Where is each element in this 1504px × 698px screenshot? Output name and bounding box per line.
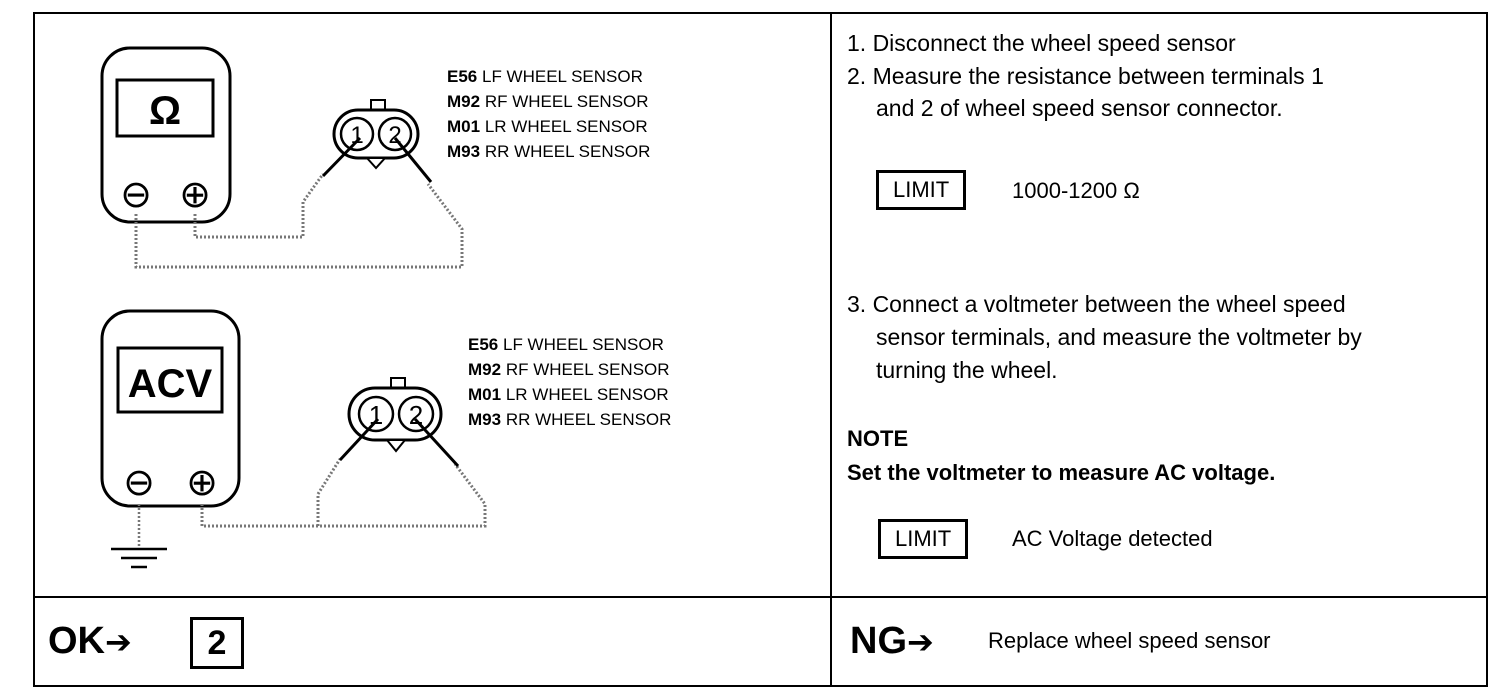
step-3-line-3: turning the wheel. [876,357,1058,383]
ng-result: NG➔ [850,620,934,663]
wiring-diagram: Ω ⊖ ⊕ 1 2 ACV ⊖ ⊕ [100,46,487,569]
ac-voltmeter: ACV ⊖ ⊕ [100,309,241,508]
connector-bottom: 1 2 [338,377,460,468]
meter1-wires [134,173,464,269]
column-divider [830,12,832,687]
connector-bottom-terminal-1: 1 [369,400,383,430]
limit-badge-1: LIMIT [876,170,967,210]
sensor-label: M01 LR WHEEL SENSOR [468,385,669,404]
meter2-minus-terminal: ⊖ [123,460,155,504]
sensor-label: M92 RF WHEEL SENSOR [447,92,649,111]
ohmmeter: Ω ⊖ ⊕ [100,46,232,224]
sensor-label: M92 RF WHEEL SENSOR [468,360,670,379]
meter2-plus-terminal: ⊕ [186,460,218,504]
connector-top: 1 2 [321,99,433,183]
sensor-label: E56 LF WHEEL SENSOR [447,67,643,86]
note-heading: NOTE [847,426,909,451]
limit-badge-2: LIMIT [878,519,969,559]
step-1: 1. Disconnect the wheel speed sensor [847,30,1236,56]
note-body: Set the voltmeter to measure AC voltage. [847,460,1276,485]
meter2-wires [200,458,487,528]
connector-top-terminal-1: 1 [350,122,363,149]
acv-display-text: ACV [128,362,213,406]
ground-symbol [111,504,167,569]
ng-action: Replace wheel speed sensor [988,628,1271,653]
ng-label: NG [850,620,907,662]
meter1-plus-terminal: ⊕ [179,172,211,216]
ohm-display-text: Ω [149,89,181,133]
ok-result: OK➔ [48,620,132,663]
step-3-line-1: 3. Connect a voltmeter between the wheel… [847,291,1346,317]
ok-arrow-icon: ➔ [105,623,132,661]
sensor-label-list-bottom: E56 LF WHEEL SENSOR M92 RF WHEEL SENSOR … [468,332,671,432]
sensor-label: M93 RR WHEEL SENSOR [447,142,651,161]
sensor-label: E56 LF WHEEL SENSOR [468,335,664,354]
ng-arrow-icon: ➔ [907,623,934,661]
ok-next-step-box[interactable]: 2 [190,617,244,669]
meter1-minus-terminal: ⊖ [120,172,152,216]
step-2-line-2: and 2 of wheel speed sensor connector. [876,95,1283,121]
ok-label: OK [48,620,105,662]
step-3-line-2: sensor terminals, and measure the voltme… [876,324,1362,350]
limit-2-value: AC Voltage detected [1012,526,1213,551]
sensor-label-list-top: E56 LF WHEEL SENSOR M92 RF WHEEL SENSOR … [447,64,650,164]
procedure-sheet [33,12,1488,687]
sensor-label: M93 RR WHEEL SENSOR [468,410,672,429]
sensor-label: M01 LR WHEEL SENSOR [447,117,648,136]
result-row-divider [33,596,1488,598]
limit-1-value: 1000-1200 Ω [1012,178,1140,203]
step-2-line-1: 2. Measure the resistance between termin… [847,63,1324,89]
